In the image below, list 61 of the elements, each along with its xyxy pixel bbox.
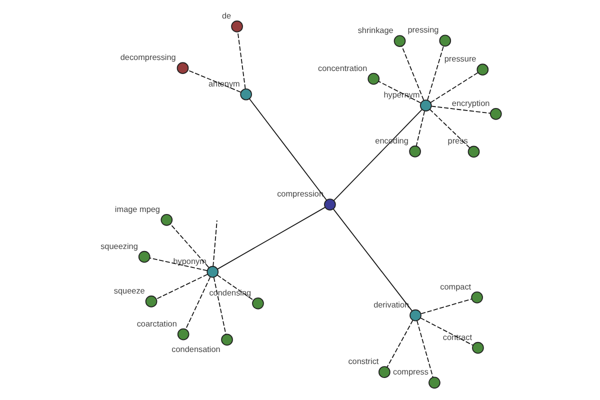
node-label: compress <box>392 368 428 377</box>
node-circle <box>408 146 420 158</box>
connector <box>156 274 208 300</box>
node-circle <box>428 376 440 389</box>
node-circle <box>367 72 380 85</box>
connector <box>419 317 473 346</box>
node-label: de <box>221 11 231 20</box>
node-circle <box>476 64 488 76</box>
node-circle <box>240 88 252 100</box>
node-circle <box>220 334 232 346</box>
node-label: concentration <box>318 64 367 73</box>
node-circle <box>419 100 432 112</box>
connector <box>386 320 413 368</box>
node-circle <box>378 366 390 378</box>
node-label: contract <box>442 332 472 342</box>
connector <box>212 220 217 267</box>
node-circle <box>206 266 218 278</box>
node-circle <box>144 296 157 308</box>
node-circle <box>472 342 484 354</box>
connector <box>430 106 490 114</box>
node-label: encryption <box>451 98 490 108</box>
connector <box>426 46 444 100</box>
connector <box>420 298 472 314</box>
node-label: condensation <box>171 344 220 354</box>
node-circle <box>160 214 172 226</box>
connector <box>415 110 424 147</box>
node-circle <box>138 250 150 263</box>
connector <box>428 109 470 148</box>
node-circle <box>230 20 242 32</box>
node-circle <box>176 62 188 74</box>
connector <box>236 31 246 90</box>
node-label: decompressing <box>120 53 176 62</box>
connector <box>216 207 325 270</box>
connector <box>332 109 422 202</box>
connector <box>430 72 478 103</box>
node-circle <box>409 309 421 322</box>
connector <box>248 98 326 201</box>
connector <box>332 208 412 312</box>
connector <box>212 276 226 335</box>
node-label: press <box>447 136 468 146</box>
node-label: pressing <box>407 26 438 35</box>
node-circle <box>438 34 451 47</box>
connector <box>416 320 433 378</box>
node-label: compression <box>276 190 324 199</box>
node-label: pressure <box>444 54 476 64</box>
node-circle <box>324 198 336 210</box>
node-label: derivation <box>373 300 409 310</box>
node-label: squeeze <box>113 286 144 296</box>
connector <box>184 276 210 330</box>
node-circle <box>467 146 480 158</box>
node-label: image mpeg <box>114 204 160 214</box>
node-label: compact <box>440 282 471 292</box>
node-label: coarctation <box>136 319 176 328</box>
node-circle <box>470 292 482 304</box>
node-circle <box>176 328 189 340</box>
node-label: constrict <box>348 357 378 366</box>
node-label: shrinkage <box>357 26 393 36</box>
node-circle <box>252 297 264 310</box>
node-circle <box>393 35 406 47</box>
node-label: squeezing <box>100 242 138 251</box>
node-circle <box>489 108 502 120</box>
